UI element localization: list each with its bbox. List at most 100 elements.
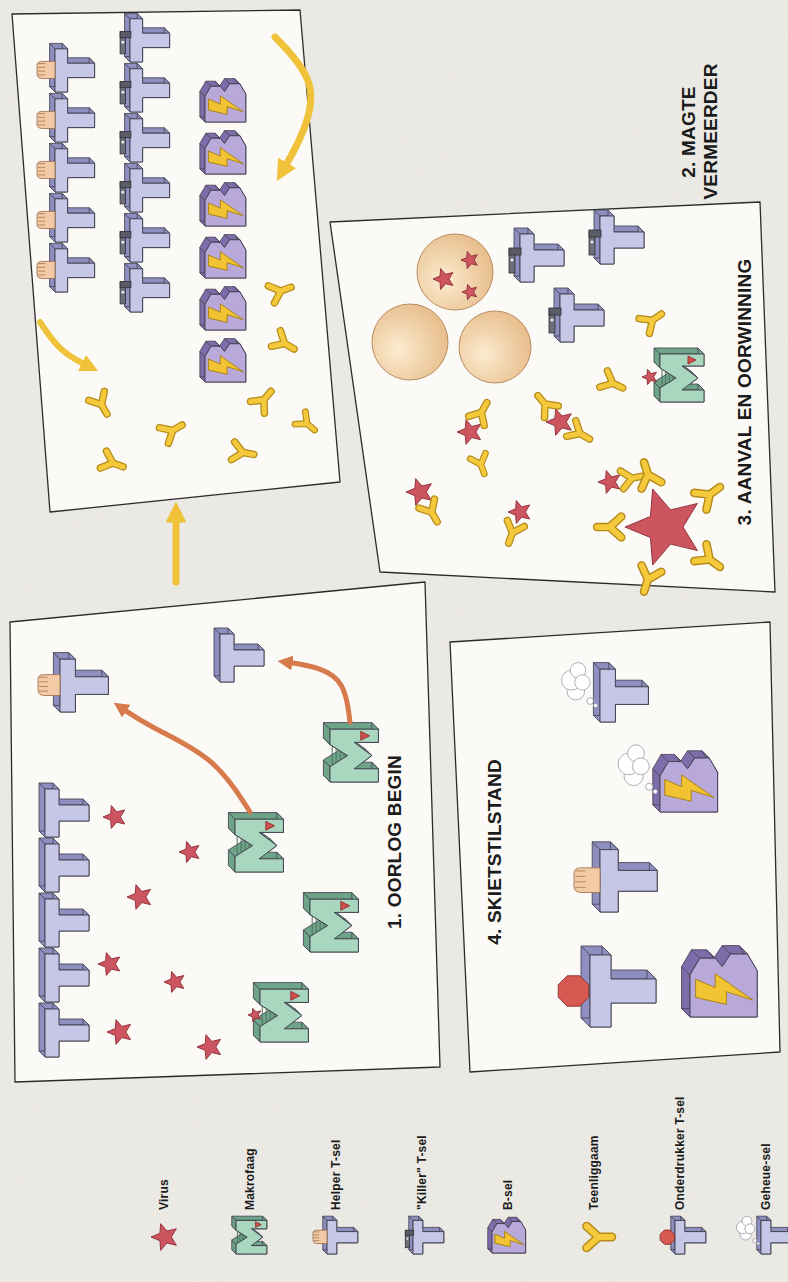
t-cell-face (675, 1220, 706, 1254)
panel: 2. MAGTE VERMEERDER (12, 10, 340, 512)
b-cell-lightning (495, 1231, 524, 1246)
t-cell-side (419, 1239, 423, 1254)
b-cell (488, 1217, 526, 1253)
t-cell-side (767, 1227, 788, 1231)
macrophage-side (263, 1216, 267, 1229)
b-cell-side (500, 1219, 508, 1227)
panel-frame (450, 622, 780, 1072)
b-cell-side (488, 1228, 492, 1253)
helper-hand (313, 1230, 327, 1243)
macrophage-side (232, 1240, 236, 1254)
b-cell-side (504, 1217, 512, 1228)
panel: 1. OORLOG BEGIN (10, 582, 440, 1082)
t-cell-side (702, 1227, 706, 1242)
t-cell-side (354, 1227, 358, 1242)
macrophage-stair (244, 1236, 245, 1239)
t-cell-side (440, 1227, 444, 1242)
t-cell-side (333, 1239, 337, 1254)
macrophage-stair (237, 1231, 238, 1244)
t-cell-side (671, 1250, 685, 1254)
t-cell-side (671, 1216, 675, 1254)
t-cell-side (757, 1216, 771, 1220)
t-cell-side (767, 1239, 771, 1254)
legend-label: Geheue-sel (760, 1143, 774, 1210)
panel-outline (12, 10, 340, 512)
t-cell-side (419, 1216, 423, 1231)
t-cell (409, 1216, 444, 1254)
t-cell (323, 1216, 358, 1254)
finger-line (314, 1240, 320, 1241)
t-cell-side (671, 1216, 685, 1220)
t-cell-face (761, 1220, 788, 1254)
legend-label: Helper T-sel (330, 1140, 344, 1210)
t-cell-side (333, 1216, 337, 1231)
panel-frame (12, 10, 340, 512)
b-cell-side (488, 1249, 526, 1253)
panel-title: 4. SKIETSTILSTAND (484, 759, 506, 945)
macrophage-side (247, 1241, 267, 1245)
killer-gun (405, 1230, 413, 1248)
macrophage-side (232, 1216, 267, 1220)
macrophage-side (232, 1216, 236, 1230)
panel-title: 1. OORLOG BEGIN (384, 755, 406, 929)
virus-star (151, 1224, 176, 1251)
legend: VirusMakrofaagHelper T-sel"Killer" T-sel… (140, 1085, 788, 1275)
t-cell-side (323, 1216, 337, 1220)
macrophage-side (247, 1225, 262, 1238)
connector-arrow (173, 512, 180, 582)
b-cell-side (493, 1219, 505, 1223)
cloud-puff (740, 1229, 751, 1240)
t-cell-side (767, 1216, 771, 1231)
suppressor-octagon (660, 1230, 674, 1244)
legend-label: Teenliggaam (588, 1135, 602, 1210)
thought-bubble (757, 1242, 760, 1245)
b-cell-side (508, 1217, 521, 1221)
cloud-puff (742, 1216, 752, 1226)
t-cell-side (419, 1239, 444, 1243)
t-cell-side (757, 1250, 771, 1254)
t-cell-side (681, 1216, 685, 1231)
t-cell (671, 1216, 706, 1254)
cloud-puff (737, 1221, 750, 1234)
b-cell-side (521, 1226, 525, 1253)
t-cell-side (757, 1216, 761, 1254)
t-cell-side (409, 1216, 413, 1254)
legend-label: Makrofaag (244, 1148, 258, 1210)
panel: 4. SKIETSTILSTAND (450, 622, 780, 1072)
macrophage-side (247, 1225, 267, 1229)
b-cell-face (492, 1222, 526, 1254)
finger-line (314, 1231, 320, 1232)
t-cell-side (333, 1239, 358, 1243)
panel-frame (10, 582, 440, 1082)
gun-detail (406, 1237, 408, 1239)
macrophage-stair (239, 1233, 240, 1242)
macrophage-stair (242, 1234, 243, 1240)
legend-label: B-sel (502, 1180, 516, 1210)
b-cell-side (517, 1217, 526, 1230)
t-cell-side (323, 1216, 327, 1254)
gun-barrel (405, 1231, 409, 1248)
panel: 3. AANVAL EN OORWINNING (330, 202, 775, 592)
finger-line (314, 1234, 320, 1235)
memory-cloud (737, 1216, 760, 1245)
macrophage (232, 1216, 267, 1254)
t-cell-side (333, 1227, 358, 1231)
t-cell-side (419, 1227, 444, 1231)
macrophage-side (232, 1250, 267, 1254)
hand-palm (313, 1230, 327, 1243)
cloud-puff (745, 1224, 755, 1234)
panel-title: 2. MAGTE VERMEERDER (678, 65, 722, 200)
legend-label: "Killer" T-sel (416, 1135, 430, 1210)
t-cell-side (767, 1239, 788, 1243)
b-cell-side (488, 1219, 497, 1232)
t-cell-side (681, 1239, 706, 1243)
t-cell-side (323, 1250, 337, 1254)
panel-outline (10, 582, 440, 1082)
t-cell-face (413, 1220, 444, 1254)
panel-outline (330, 202, 775, 592)
antibody (587, 1226, 612, 1248)
panel-frame (330, 202, 775, 592)
t-cell-side (409, 1250, 423, 1254)
t-cell-side (409, 1216, 423, 1220)
